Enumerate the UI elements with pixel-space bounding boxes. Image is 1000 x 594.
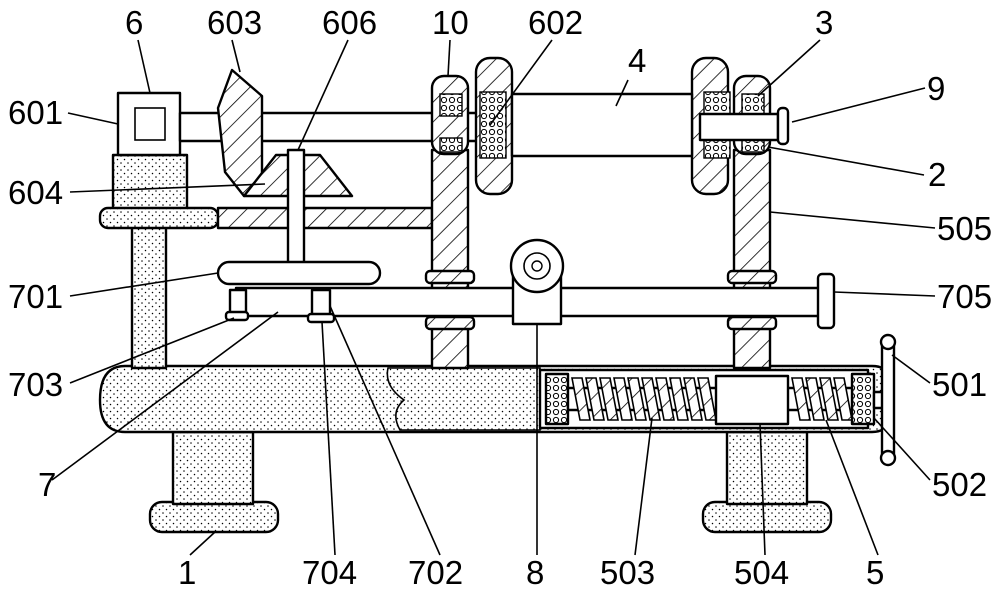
label-504: 504 (734, 554, 789, 591)
workpiece-tube (510, 92, 694, 158)
motor-core (134, 107, 166, 141)
base-foot-right (701, 500, 833, 534)
label-705: 705 (937, 278, 992, 315)
screw-bearing-left (544, 372, 570, 426)
thread-crest (627, 377, 647, 421)
label-2: 2 (928, 156, 946, 193)
thread-crest (571, 377, 591, 421)
label-503: 503 (600, 554, 655, 591)
right-shaft (698, 112, 780, 142)
label-704: 704 (302, 554, 357, 591)
nut-right-top (726, 269, 778, 285)
upper-plate-hatched (216, 206, 434, 230)
label-606: 606 (322, 4, 377, 41)
label-701: 701 (8, 278, 63, 315)
bearing-right-1 (741, 93, 765, 117)
base-bed-section (386, 367, 541, 431)
thread-crest (833, 377, 853, 421)
thread-crest (669, 377, 689, 421)
nut-right-bottom (726, 315, 778, 331)
slider-block (509, 238, 565, 326)
handle-knob-top (879, 333, 897, 351)
bearing-left-1 (439, 93, 463, 117)
bevel-gear-vertical (216, 68, 264, 198)
label-4: 4 (628, 42, 646, 79)
pin-joint-703 (228, 288, 248, 316)
thread-crest (613, 377, 633, 421)
column-left (430, 148, 470, 370)
label-505: 505 (937, 210, 992, 247)
screw-thread-503 (571, 377, 853, 421)
base-leg-left (171, 430, 255, 506)
label-601: 601 (8, 94, 63, 131)
column-right (732, 148, 772, 370)
base-foot-left (148, 500, 280, 534)
thread-crest (599, 377, 619, 421)
thread-crest (641, 377, 661, 421)
crank-disc-701 (216, 260, 382, 286)
label-702: 702 (408, 554, 463, 591)
thread-crest (819, 377, 839, 421)
label-8: 8 (526, 554, 544, 591)
gear-shaft-606 (286, 148, 306, 278)
base-leg-right (725, 430, 809, 506)
leader-lines (51, 39, 936, 556)
bevel-gears (216, 68, 354, 278)
label-703: 703 (8, 366, 63, 403)
label-10: 10 (432, 4, 469, 41)
thread-crest (585, 377, 605, 421)
label-502: 502 (932, 466, 987, 503)
upper-plate-dotted (98, 206, 220, 230)
label-501: 501 (932, 366, 987, 403)
nut-left-bottom (424, 315, 476, 331)
slider-gear-hub (531, 260, 543, 272)
thread-crest (791, 377, 811, 421)
pin-joint-704-cap (306, 312, 336, 324)
label-602: 602 (528, 4, 583, 41)
left-column (130, 224, 168, 370)
label-9: 9 (927, 70, 945, 107)
label-1: 1 (178, 554, 196, 591)
nut-left-top (424, 269, 476, 285)
label-603: 603 (207, 4, 262, 41)
label-6: 6 (125, 4, 143, 41)
right-shaft-knob (776, 106, 790, 146)
lead-screw (544, 333, 897, 467)
frame-columns (424, 148, 778, 370)
motor (116, 91, 182, 157)
motor-body (116, 91, 182, 157)
part-labels: 6 603 606 10 602 4 3 601 9 604 2 505 701… (8, 4, 992, 591)
thread-crest (655, 377, 675, 421)
motor-pedestal (111, 153, 189, 212)
thread-crest (805, 377, 825, 421)
label-604: 604 (8, 174, 63, 211)
screw-nut-504 (714, 374, 790, 426)
label-3: 3 (815, 4, 833, 41)
handle-knob-bottom (879, 449, 897, 467)
thread-crest (683, 377, 703, 421)
bearing-chuck-left (479, 91, 507, 159)
bearing-left-2 (439, 137, 463, 153)
rod-end-cap-705 (816, 272, 836, 330)
pin-joint-703-cap (224, 310, 250, 322)
screw-bearing-right (850, 372, 876, 426)
label-5: 5 (866, 554, 884, 591)
label-7: 7 (38, 466, 56, 503)
